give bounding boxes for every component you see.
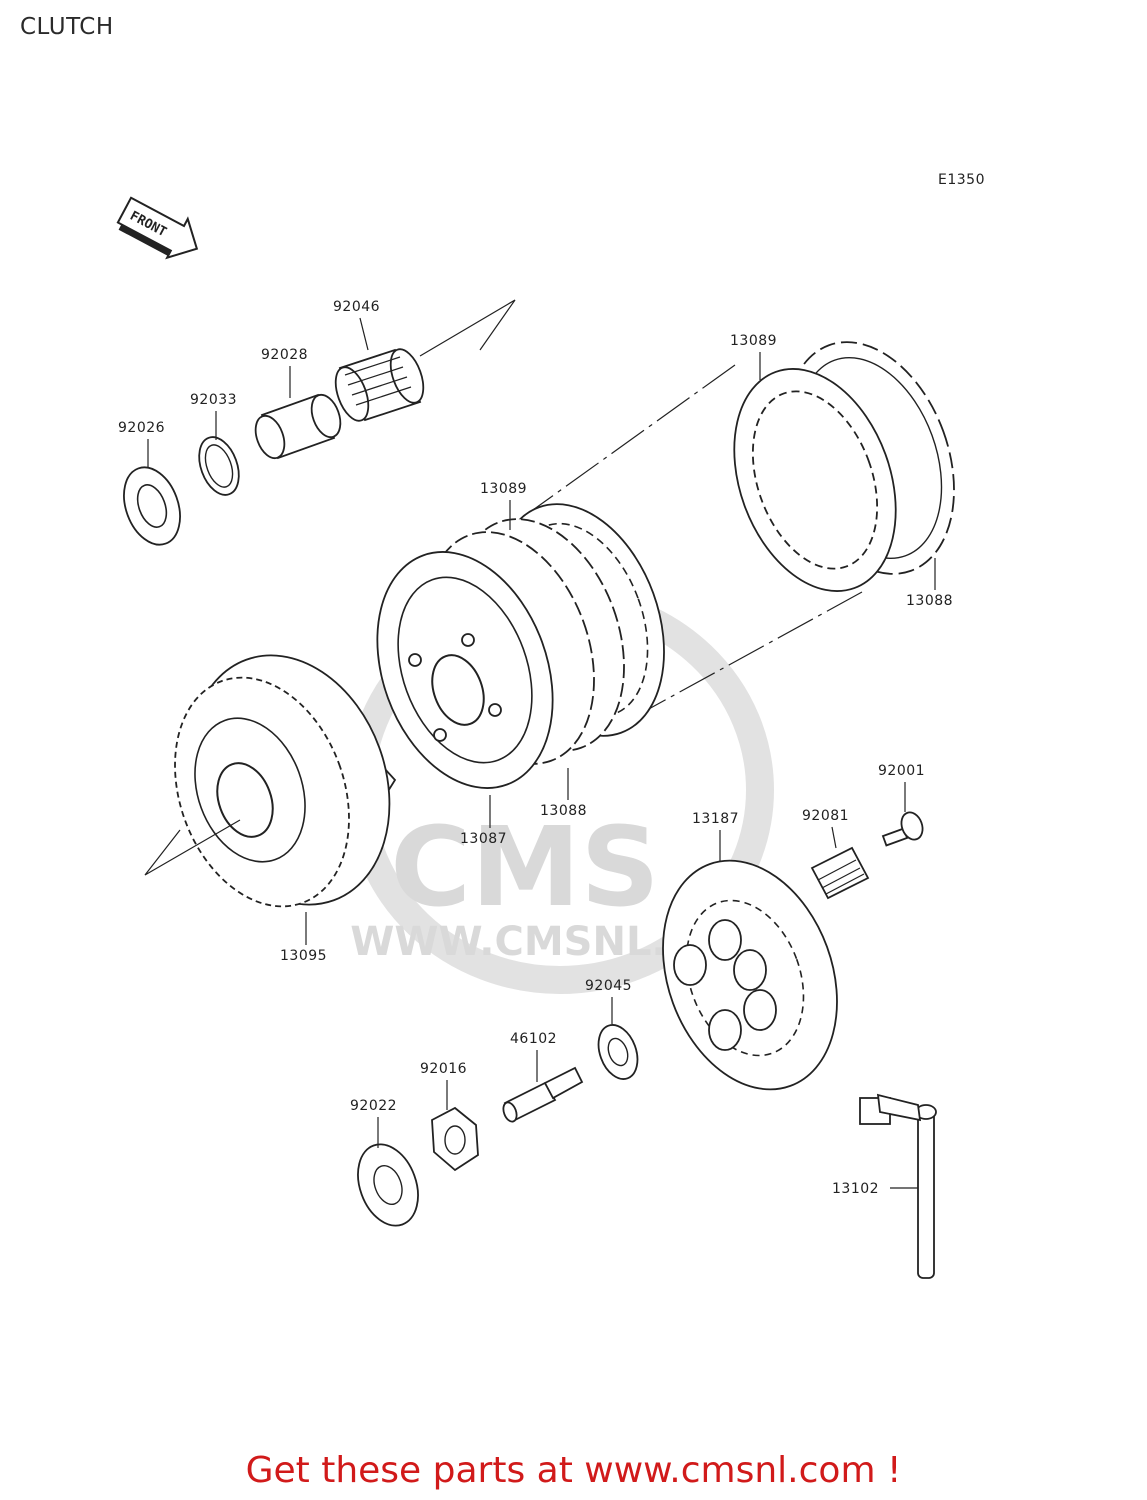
steel-plate-13089-right	[733, 368, 897, 592]
label-46102: 46102	[510, 1031, 557, 1047]
footer-promo-link[interactable]: Get these parts at www.cmsnl.com !	[245, 1450, 902, 1491]
clutch-exploded-diagram: CMS WWW.CMSNL.COM E1350 FRONT 92046 9202…	[116, 172, 985, 1279]
diagram-code: E1350	[938, 172, 985, 188]
label-13095: 13095	[280, 948, 327, 964]
page-title: CLUTCH	[20, 14, 114, 40]
clutch-hub-13087	[376, 551, 554, 789]
label-92026: 92026	[118, 420, 165, 436]
circlip-92033	[198, 436, 240, 496]
pressure-plate-13187	[662, 859, 838, 1091]
label-13089-mid: 13089	[480, 481, 527, 497]
label-13087: 13087	[460, 831, 507, 847]
label-13102: 13102	[832, 1181, 879, 1197]
label-92028: 92028	[261, 347, 308, 363]
label-13187: 13187	[692, 811, 739, 827]
needle-bearing-92046	[334, 348, 425, 422]
label-92022: 92022	[350, 1098, 397, 1114]
label-92045: 92045	[585, 978, 632, 994]
label-92001: 92001	[878, 763, 925, 779]
release-shaft-13102	[859, 1093, 937, 1279]
clutch-housing-13095	[174, 654, 397, 908]
sleeve-92028	[254, 393, 342, 460]
label-92016: 92016	[420, 1061, 467, 1077]
bolt-92001	[881, 811, 924, 847]
watermark-logo: CMS	[390, 803, 659, 931]
label-92033: 92033	[190, 392, 237, 408]
nut-92016	[431, 1106, 479, 1172]
push-rod-46102	[502, 1066, 584, 1123]
label-92046: 92046	[333, 299, 380, 315]
front-arrow: FRONT	[116, 196, 199, 260]
spring-92081	[810, 846, 870, 900]
label-13088-mid: 13088	[540, 803, 587, 819]
washer-92026	[123, 466, 181, 546]
washer-92022	[357, 1143, 419, 1227]
label-13088-right: 13088	[906, 593, 953, 609]
ball-bearing-92045	[597, 1024, 639, 1080]
label-92081: 92081	[802, 808, 849, 824]
label-13089-top: 13089	[730, 333, 777, 349]
